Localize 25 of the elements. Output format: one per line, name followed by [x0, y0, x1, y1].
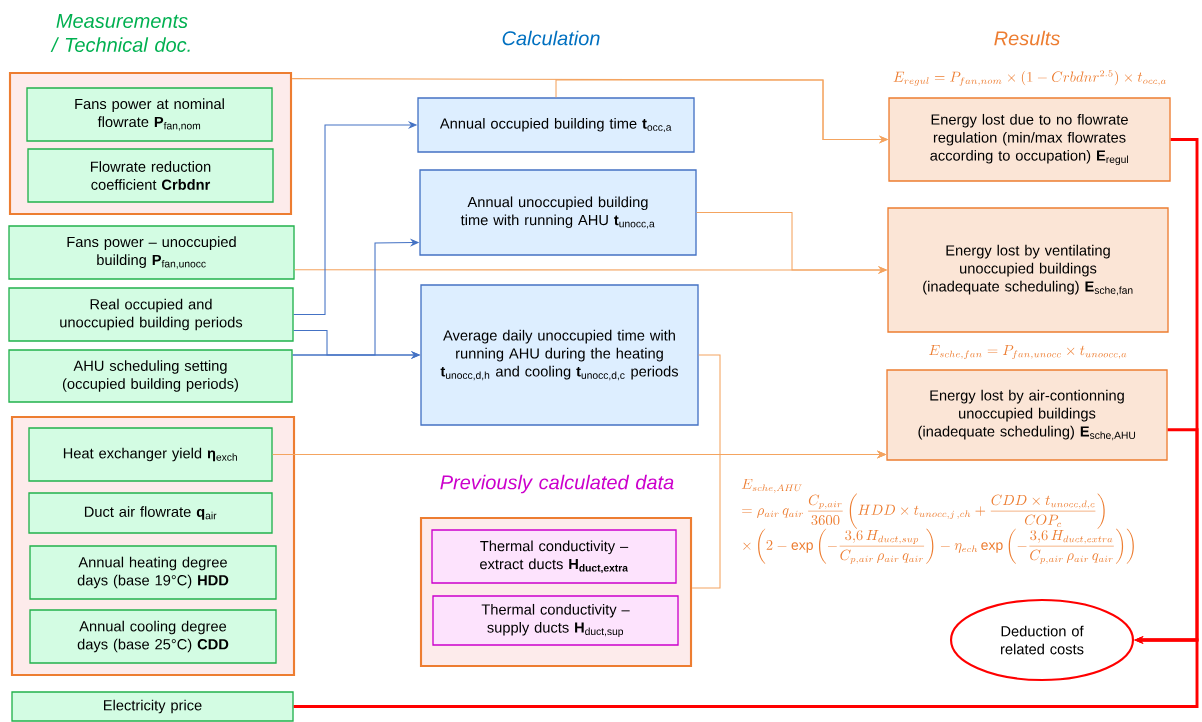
result-box: Energy lost by ventilating unoccupied buildings (inadequate scheduling) E$_{sche,fan}$ — [887, 207, 1169, 333]
input-box: Flowrate reduction coefficient Crbdnr — [27, 148, 274, 203]
result-box: Energy lost by air-contionning unoccupied buildings (inadequate scheduling) E$_{sche,AHU}$ — [886, 369, 1168, 461]
input-box: AHU scheduling setting (occupied building periods) — [8, 349, 293, 403]
data-box: $\begin{array}{c}\text{Thermal conductivity –}\\ \text{extract ducts }\textbf{H}_{\textbf{duct,extra}}\end{array}$ — [431, 529, 677, 584]
calculation-box: Annual occupied building time t$_{occ,a}$ — [417, 97, 695, 153]
input-box: Annual heating degree days (base 19°C) HDD — [29, 545, 277, 600]
input-box: Fans power at nominal flowrate P$_{fan,nom}$ — [26, 87, 273, 142]
calculation-box: Annual unoccupied building time with running AHU t$_{unocc,a}$ — [419, 169, 697, 256]
calculation-box: Average daily unoccupied time with running AHU during the heating t$_{unocc,d,h}$ and cooling t$_{unocc,d,c}$ periods — [420, 284, 699, 426]
input-box: Real occupied and unoccupied building periods — [8, 287, 294, 342]
input-box: Heat exchanger yield η$_{exch}$ — [28, 427, 273, 482]
section-title: Results — [994, 30, 1060, 46]
input-box: Fans power – unoccupied building P$_{fan,unocc}$ — [8, 225, 295, 280]
input-box: Electricity price — [11, 691, 294, 722]
formula: $\begin{array}{l}E_{sche,AHU}\\ \displaystyle =\rho_{air}\,q_{air}\,\frac{C_{p,air}}{3600}\left(HDD\times t_{unocc,j\,,ch}+\frac{CDD\times t_{unocc,d,c}}{COP_c}\right)\\ \displaystyle \times\left(2-\exp\left(-\frac{3{,}6\,H_{duct,sup}}{C_{p,air}\,\rho_{air}\,q_{air}}\right)-\eta_{ech}\exp\left(-\frac{3{,}6\,H_{duct,extra}}{C_{p,air}\,\rho_{air}\,q_{air}}\right)\right)\end{array}$ — [741, 478, 1134, 564]
input-box: Duct air flowrate q$_{air}$ — [28, 492, 273, 534]
section-title: Measurements / Technical doc. — [50, 14, 190, 52]
data-box: Thermal conductivity – supply ducts H$_{duct,sup}$ — [432, 595, 679, 646]
input-box: Annual cooling degree days (base 25°C) CDD — [29, 609, 277, 664]
section-title: Previously calculated data — [440, 474, 674, 494]
formula: $E_{regul}=P_{fan,nom}\times\left(1-Crbdnr^{2.5}\right)\times t_{occ,a}$ — [893, 70, 1166, 86]
section-title: Calculation — [502, 30, 600, 46]
formula: $E_{sche,fan}=P_{fan,unocc}\times t_{unoocc,a}$ — [929, 345, 1127, 360]
result-box: Energy lost due to no flowrate regulation (min/max flowrates according to occupation) E$_{regul}$ — [888, 97, 1171, 182]
